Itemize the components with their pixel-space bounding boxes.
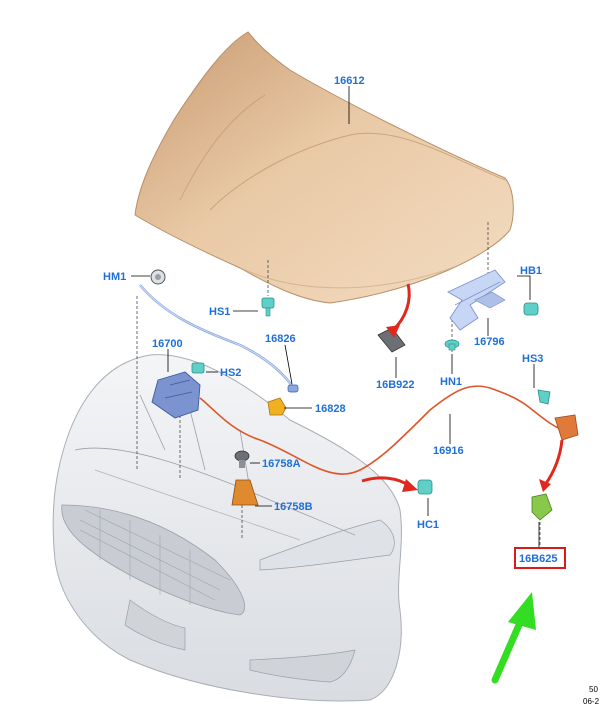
label-16b625: 16B625 <box>519 553 558 565</box>
label-hc1: HC1 <box>417 519 439 531</box>
hm1-part <box>150 269 166 285</box>
hs3-part <box>537 389 551 405</box>
highlight-box-16b625 <box>514 547 566 569</box>
label-hm1: HM1 <box>103 271 126 283</box>
hood-panel <box>134 31 514 304</box>
label-16612: 16612 <box>334 75 365 87</box>
hs1-part <box>261 297 275 317</box>
release-handle <box>554 414 579 441</box>
grille-mesh <box>79 509 231 605</box>
prop-rod-clip-16828 <box>267 397 287 416</box>
hood-hinge-16796 <box>447 269 506 331</box>
hn1-part <box>444 339 460 351</box>
label-16758a: 16758A <box>262 458 301 470</box>
label-hs2: HS2 <box>220 367 241 379</box>
bracket-16758b-part <box>231 479 259 506</box>
label-hs3: HS3 <box>522 353 543 365</box>
label-16828: 16828 <box>315 403 346 415</box>
label-hs1: HS1 <box>209 306 230 318</box>
footer-ref-2: 06-2 <box>583 697 600 706</box>
cable-end-16826 <box>287 384 299 393</box>
red-arrow-1 <box>386 283 411 338</box>
hood-latch-16700 <box>151 371 201 419</box>
bumper-16b922-part <box>377 327 406 353</box>
green-arrow <box>491 592 536 684</box>
hs2-part <box>191 362 205 374</box>
label-hb1: HB1 <box>520 265 542 277</box>
label-16826: 16826 <box>265 333 296 345</box>
label-16916: 16916 <box>433 445 464 457</box>
guide-lines <box>136 222 541 545</box>
front-bumper <box>52 354 402 702</box>
latch-16b625-part <box>531 493 553 521</box>
hc1-part <box>417 479 433 495</box>
leader-lines <box>131 86 540 548</box>
label-16758b: 16758B <box>274 501 313 513</box>
release-cable <box>199 385 569 475</box>
label-16700: 16700 <box>152 338 183 350</box>
red-arrow-3 <box>539 439 564 492</box>
label-16b922: 16B922 <box>376 379 415 391</box>
red-arrow-2 <box>361 476 418 492</box>
footer-ref-1: 50 <box>589 685 598 694</box>
label-hn1: HN1 <box>440 376 462 388</box>
bumper-16758a-part <box>234 450 250 468</box>
label-16796: 16796 <box>474 336 505 348</box>
hb1-part <box>523 302 539 316</box>
